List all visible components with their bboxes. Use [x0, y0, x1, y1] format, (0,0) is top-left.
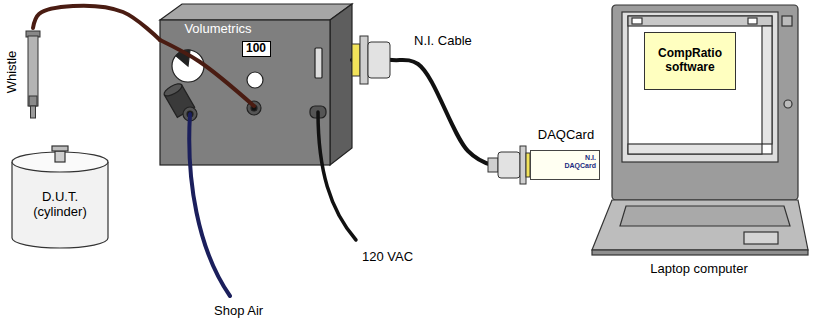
node-text: Whistle: [5, 51, 20, 94]
shop-air-hose: [189, 114, 230, 296]
housing-top: [160, 4, 352, 20]
cylinder-valve-cap: [52, 146, 68, 151]
window-button: [748, 18, 757, 24]
node-text: N.I. DAQCard: [558, 154, 596, 169]
cable-label: N.I. Cable: [412, 33, 474, 48]
plug-hood: [368, 42, 390, 78]
node-text: CompRatio software: [647, 47, 733, 75]
node-text: Laptop computer: [585, 262, 813, 277]
node-text: D.U.T. (cylinder): [18, 190, 102, 220]
plug-flange: [360, 36, 368, 84]
laptop-base: [592, 200, 808, 250]
housing-side: [330, 4, 352, 165]
air-tube-inside: [160, 40, 254, 106]
lid-led: [784, 100, 792, 108]
valve-knob: [162, 81, 194, 117]
plug-hood: [498, 152, 520, 178]
node-text: DAQCard: [521, 128, 611, 143]
cylinder-top: [12, 152, 108, 172]
app-window: [628, 16, 772, 154]
keyboard: [620, 206, 790, 226]
window-hscroll: [628, 144, 762, 154]
air-label: Shop Air: [214, 303, 263, 318]
plug-strain-relief: [488, 158, 498, 172]
daq-card: DAQCardN.I. DAQCard: [530, 150, 600, 180]
window-scrollbar: [762, 26, 772, 144]
cylinder-valve: [55, 151, 65, 162]
lid-button: [782, 16, 792, 26]
laptop-drawing: [592, 5, 808, 255]
laptop: Laptop computer CompRatio software: [585, 4, 813, 284]
laptop-screen: [622, 12, 778, 162]
air-tube: [33, 6, 160, 40]
plug-pins: [352, 44, 360, 76]
node-text: Volumetrics: [168, 22, 268, 37]
indicator-light: [247, 72, 263, 88]
cable-plug: [488, 146, 530, 184]
whistle: Whistle: [0, 28, 44, 120]
knob-end: [162, 81, 183, 98]
power-label: 120 VAC: [362, 249, 413, 264]
whistle-drawing: [26, 31, 40, 118]
cylinder-node: D.U.T. (cylinder): [14, 180, 106, 230]
card-slot: [315, 48, 322, 78]
base-front: [592, 250, 808, 255]
volumetrics-unit: Volumetrics 100: [160, 4, 352, 165]
cylinder-body: [12, 162, 108, 248]
readout-display: 100: [242, 41, 271, 57]
window-titlebar: [628, 16, 772, 26]
plug-flange: [520, 146, 526, 184]
touchpad: [744, 232, 778, 244]
cable-plug: [352, 36, 390, 84]
whistle-fitting: [29, 96, 37, 106]
cylinder-drawing: [12, 146, 108, 248]
node-text: 100: [246, 42, 266, 56]
window-button: [632, 18, 642, 24]
housing-front: [160, 20, 330, 165]
whistle-stem: [31, 106, 36, 118]
power-cord: [318, 112, 356, 240]
whistle-body: [28, 36, 38, 106]
software-window: CompRatio software: [644, 32, 736, 90]
laptop-lid: [612, 5, 798, 200]
